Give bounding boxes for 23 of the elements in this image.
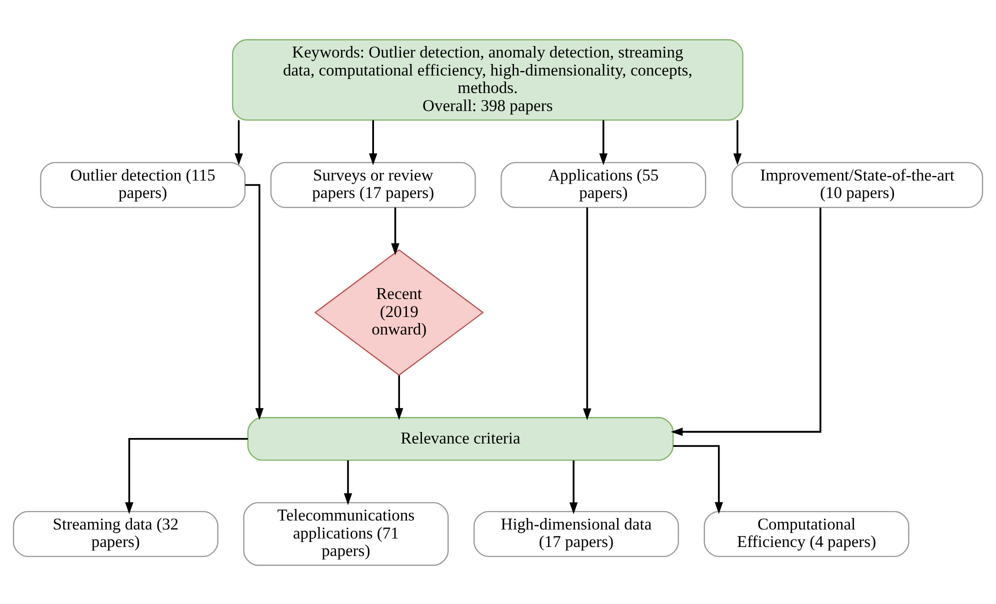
arrow [733, 120, 742, 165]
node-box: Outlier detection (115 papers) [40, 161, 246, 208]
node-box: Computational Efficiency (4 papers) [704, 510, 910, 556]
node-box: Keywords: Outlier detection, anomaly detection, streaming data, computational efficiency, high-dimensionality, concepts, methods. Overall: 398 papers [232, 38, 744, 120]
arrow [673, 444, 723, 514]
arrow [344, 460, 352, 505]
node-box: Streaming data (32 papers) [12, 510, 218, 556]
arrow [368, 120, 378, 165]
arrow [583, 207, 592, 420]
node-box: Surveys or review papers (17 papers) [270, 161, 476, 208]
arrow [670, 207, 822, 436]
node-box: Telecommunications applications (71 papers) [243, 502, 449, 566]
arrow [394, 374, 404, 420]
node-box: Applications (55 papers) [500, 161, 706, 208]
node-box: Improvement/State-of-the-art (10 papers) [732, 161, 984, 208]
arrow [391, 207, 400, 255]
node-box: Relevance criteria [247, 416, 674, 460]
arrow [234, 120, 243, 165]
arrow [125, 438, 248, 514]
node-diamond: Recent (2019 onward) [314, 248, 484, 376]
arrow [569, 460, 578, 514]
node-box: High-dimensional data (17 papers) [474, 510, 679, 556]
arrow [599, 120, 608, 165]
